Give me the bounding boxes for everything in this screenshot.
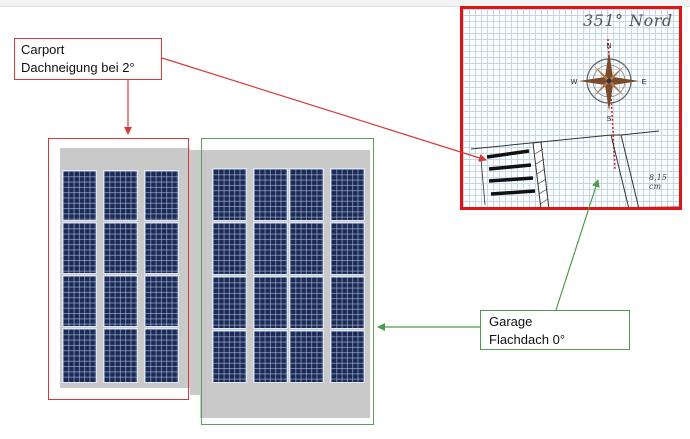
solar-panel [62,170,97,221]
roof-notch [176,395,200,418]
solar-panel [253,222,288,275]
solar-panel [289,276,324,329]
solar-panel [212,330,247,383]
solar-panel [144,328,179,383]
north-note: 351° Nord [583,11,673,30]
compass-rose-icon: N S E W [571,43,647,123]
sketch-panel-rows [486,149,536,196]
solar-panel [330,168,365,221]
solar-panel [144,275,179,327]
garage-outline [201,138,374,425]
carport-label-title: Carport [21,42,65,57]
solar-panel [103,170,138,221]
solar-panel [62,328,97,383]
garage-label-title: Garage [489,314,533,329]
solar-panel [144,222,179,274]
solar-panel [330,276,365,329]
compass-w: W [571,79,578,86]
solar-panel [330,330,365,383]
solar-panel [103,275,138,327]
carport-outline [48,138,189,400]
compass-n: N [606,43,611,50]
garage-label-slope: Flachdach 0° [489,332,566,347]
site-sketch-inset: 351° Nord 8,15 cm [460,6,682,210]
solar-panel [212,168,247,221]
sketch-drawing: N S E W [470,38,679,207]
solar-panel [103,328,138,383]
solar-panel [103,222,138,274]
solar-panel [62,275,97,327]
solar-panel [212,222,247,275]
solar-panel [289,222,324,275]
top-edge [0,0,690,7]
compass-e: E [642,79,647,86]
solar-panel [289,168,324,221]
carport-label-slope: Dachneigung bei 2° [21,60,135,75]
garage-label: Garage Flachdach 0° [480,310,630,350]
solar-panel [144,170,179,221]
solar-panel [62,222,97,274]
solar-panel [253,330,288,383]
compass-s: S [607,116,612,123]
solar-panel [212,276,247,329]
carport-label: Carport Dachneigung bei 2° [14,38,162,80]
solar-panel [289,330,324,383]
measurement-note: 8,15 cm [649,173,667,191]
solar-panel [330,222,365,275]
solar-panel [253,168,288,221]
solar-panel [253,276,288,329]
